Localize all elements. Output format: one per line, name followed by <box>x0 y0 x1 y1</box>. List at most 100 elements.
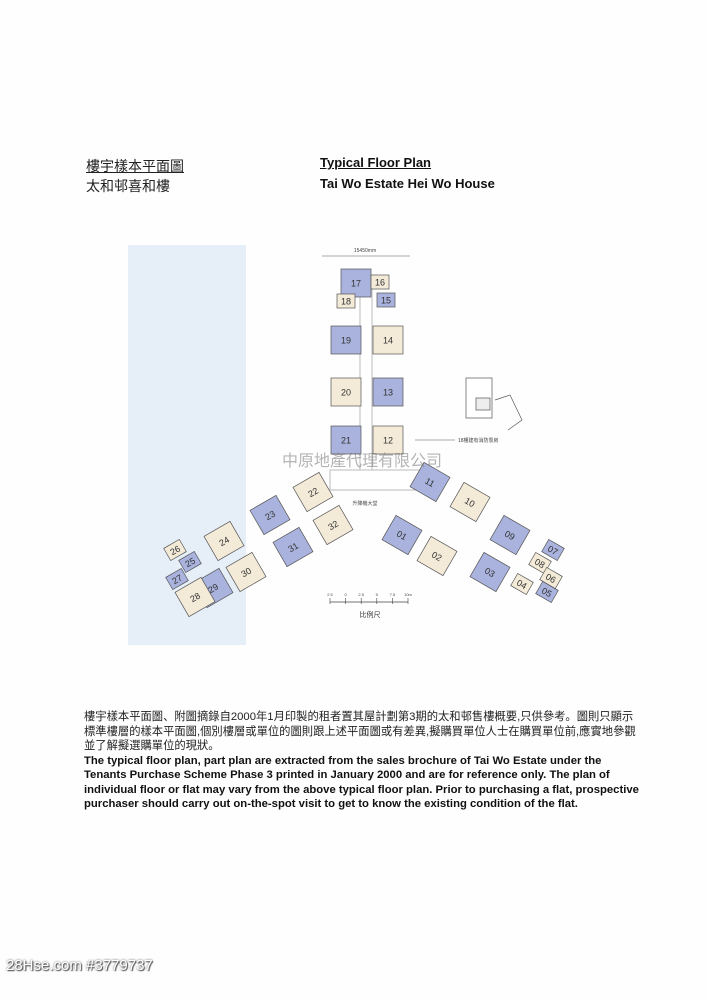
flat-shape <box>510 572 534 596</box>
corridors <box>329 274 421 491</box>
flat-shape <box>330 325 362 355</box>
flat-shape <box>528 551 552 575</box>
flat-30: 30 <box>225 551 267 593</box>
flat-number: 24 <box>217 535 231 549</box>
flat-number: 25 <box>183 556 197 570</box>
scale-tick-label: 7.5 <box>390 592 396 597</box>
flat-shape <box>539 566 563 590</box>
flat-21: 21 <box>330 425 362 455</box>
flat-13: 13 <box>372 377 404 407</box>
flat-shape <box>336 293 356 309</box>
flat-number: 09 <box>503 529 517 543</box>
flat-shape <box>416 535 458 577</box>
flat-shape <box>409 461 451 503</box>
flat-number: 32 <box>326 519 340 533</box>
scale-tick-label: 2.5 <box>327 592 333 597</box>
flat-11: 11 <box>409 461 451 503</box>
flat-shape <box>312 504 354 546</box>
flat-number: 03 <box>483 566 497 580</box>
flat-shape <box>372 325 404 355</box>
flat-number: 18 <box>341 297 351 307</box>
flat-number: 14 <box>383 336 393 346</box>
scale-tick-label: 0 <box>344 592 347 597</box>
note-zh: 樓宇樣本平面圖、附圖摘錄自2000年1月印製的租者置其屋計劃第3期的太和邨售樓概… <box>84 711 636 752</box>
flat-shape <box>163 538 187 562</box>
footer-watermark: 28Hse.com #3779737 <box>6 957 153 974</box>
flat-06: 06 <box>539 566 563 590</box>
flat-01: 01 <box>381 514 423 556</box>
flat-number: 26 <box>168 544 182 558</box>
flat-number: 05 <box>540 586 554 600</box>
disclaimer-note: 樓宇樣本平面圖、附圖摘錄自2000年1月印製的租者置其屋計劃第3期的太和邨售樓概… <box>84 710 644 812</box>
flat-number: 31 <box>286 541 300 555</box>
flat-number: 16 <box>375 278 385 288</box>
flat-number: 01 <box>395 529 409 543</box>
watermark: 中原地產代理有限公司 <box>282 451 442 470</box>
flat-32: 32 <box>312 504 354 546</box>
flat-04: 04 <box>510 572 534 596</box>
flat-shape <box>165 567 189 591</box>
scale-label: 比例尺 <box>360 610 381 619</box>
flat-07: 07 <box>541 538 565 562</box>
flat-shape <box>330 425 362 455</box>
flat-shape <box>178 550 202 574</box>
flat-number: 20 <box>341 388 351 398</box>
lobby-label: 升降機大堂 <box>352 500 377 507</box>
flat-number: 12 <box>383 436 393 446</box>
flat-number: 04 <box>515 578 529 592</box>
flat-08: 08 <box>528 551 552 575</box>
zh-subtitle: 太和邨喜和樓 <box>86 178 170 194</box>
flat-number: 22 <box>306 486 320 500</box>
flat-number: 02 <box>430 550 444 564</box>
flat-number: 23 <box>263 509 277 523</box>
flat-number: 29 <box>206 582 220 596</box>
en-subtitle: Tai Wo Estate Hei Wo House <box>320 176 495 191</box>
flat-shape <box>376 292 396 308</box>
flat-shape <box>541 538 565 562</box>
flat-number: 28 <box>188 591 202 605</box>
flat-shape <box>203 520 245 562</box>
flat-shape <box>381 514 423 556</box>
flat-shape <box>449 481 491 523</box>
flat-18: 18 <box>336 293 356 309</box>
part-plan <box>465 377 523 431</box>
flat-27: 27 <box>165 567 189 591</box>
flat-02: 02 <box>416 535 458 577</box>
scale-tick-label: 10m <box>404 592 412 597</box>
en-title: Typical Floor Plan <box>320 155 432 170</box>
flat-10: 10 <box>449 481 491 523</box>
flat-09: 09 <box>489 514 531 556</box>
flat-number: 19 <box>341 336 351 346</box>
flat-19: 19 <box>330 325 362 355</box>
flat-shape <box>174 576 216 618</box>
zh-title: 樓宇樣本平面圖 <box>86 158 184 174</box>
flat-16: 16 <box>370 274 390 290</box>
flat-shape <box>249 494 291 536</box>
scale-tick-label: 2.5 <box>358 592 364 597</box>
flat-03: 03 <box>469 551 511 593</box>
flat-22: 22 <box>292 471 334 513</box>
flat-number: 17 <box>351 279 361 289</box>
flat-shape <box>370 274 390 290</box>
flat-25: 25 <box>178 550 202 574</box>
flat-shape <box>372 425 404 455</box>
flat-28: 28 <box>174 576 216 618</box>
floor-plan: 1715191321110907050301233125272916181420… <box>128 245 565 645</box>
flat-23: 23 <box>249 494 291 536</box>
flat-12: 12 <box>372 425 404 455</box>
flat-shape <box>330 377 362 407</box>
dimension-top: 15450mm <box>354 248 376 254</box>
flat-number: 13 <box>383 388 393 398</box>
flat-shape <box>469 551 511 593</box>
note-en: The typical floor plan, part plan are ex… <box>84 754 639 811</box>
flat-shape <box>489 514 531 556</box>
flat-shape <box>292 471 334 513</box>
flat-number: 30 <box>239 566 253 580</box>
flat-14: 14 <box>372 325 404 355</box>
flat-shape <box>372 377 404 407</box>
flat-05: 05 <box>535 580 559 604</box>
flat-24: 24 <box>203 520 245 562</box>
flat-number: 08 <box>533 557 547 571</box>
